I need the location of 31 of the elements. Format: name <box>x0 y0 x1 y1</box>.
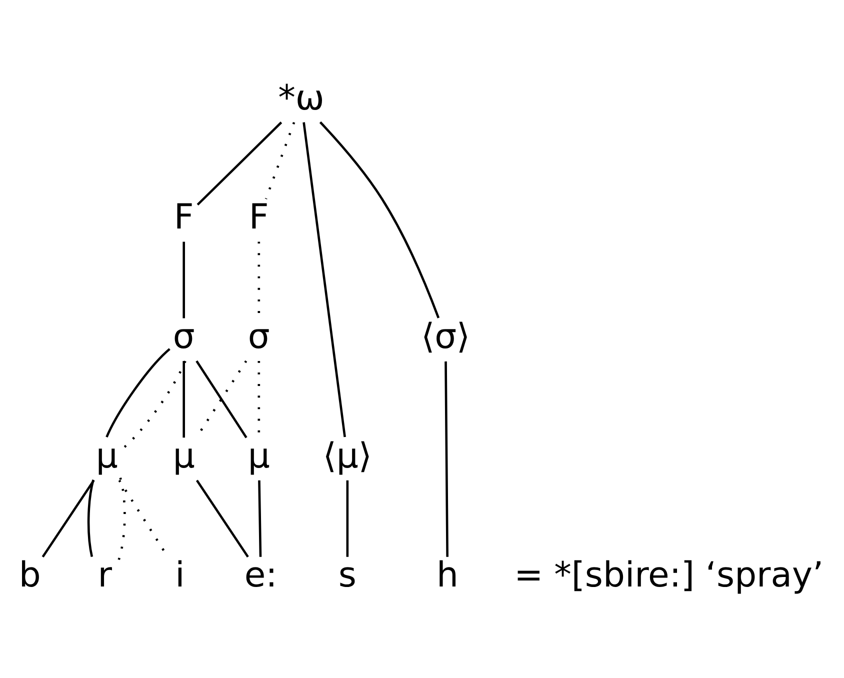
connector <box>117 477 126 560</box>
node-text: e: <box>244 555 278 596</box>
node-text: μ <box>96 436 118 476</box>
connector <box>196 479 249 558</box>
connector <box>319 120 440 318</box>
connector <box>182 360 185 438</box>
node-text: i <box>175 555 185 596</box>
node-text: σ <box>248 316 270 356</box>
connector <box>182 241 185 318</box>
connector <box>87 479 94 556</box>
node-text: σ <box>172 316 195 356</box>
node-text: h <box>436 555 458 596</box>
connector <box>196 121 282 206</box>
node-text: μ <box>172 436 195 476</box>
node-text: s <box>338 555 356 596</box>
connector <box>106 348 170 438</box>
connector <box>346 480 349 556</box>
connector <box>258 480 262 556</box>
node-text: F <box>248 197 269 238</box>
node-text: *ω <box>278 78 324 118</box>
node-text: μ <box>248 436 270 476</box>
connector <box>302 122 346 437</box>
node-text: F <box>174 197 194 238</box>
node-text: ⟨μ⟩ <box>322 436 372 476</box>
node-text: ⟨σ⟩ <box>421 316 470 356</box>
label: = *[sbire:] ‘spray’ <box>514 555 824 596</box>
connector <box>264 121 296 199</box>
connector <box>42 479 95 558</box>
connector <box>444 360 448 556</box>
node-text: b <box>18 555 41 596</box>
node-text: r <box>98 555 112 596</box>
